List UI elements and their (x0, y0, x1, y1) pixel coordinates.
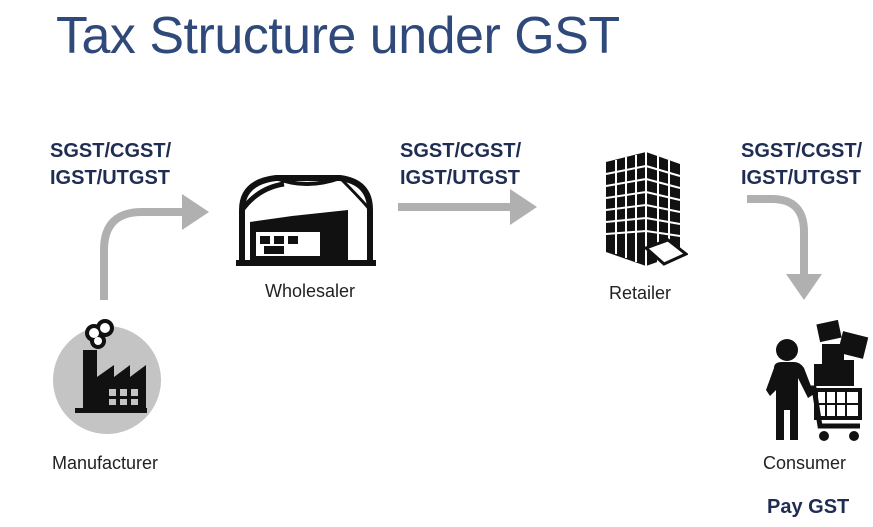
factory-icon (53, 319, 161, 434)
arrow-wholesaler-to-retailer (398, 189, 537, 225)
arrow-manufacturer-to-wholesaler (100, 194, 209, 300)
tax-label-line2: IGST/UTGST (400, 167, 520, 189)
node-label-retailer: Retailer (609, 283, 672, 303)
tax-label-manufacturer-to-wholesaler: SGST/CGST/ IGST/UTGST (50, 138, 171, 192)
tax-label-line2: IGST/UTGST (50, 167, 170, 189)
tax-label-line1: SGST/CGST/ (741, 140, 863, 162)
tax-label-wholesaler-to-retailer: SGST/CGST/ IGST/UTGST (400, 138, 521, 192)
page-title: Tax Structure under GST (56, 7, 620, 65)
building-icon (605, 152, 688, 266)
arrow-retailer-to-consumer (747, 195, 822, 300)
tax-label-retailer-to-consumer: SGST/CGST/ IGST/UTGST (741, 138, 862, 192)
tax-label-line2: IGST/UTGST (741, 167, 861, 189)
tax-label-line1: SGST/CGST/ (400, 140, 522, 162)
consumer-pay-gst-note: Pay GST (767, 496, 850, 518)
node-label-consumer: Consumer (763, 453, 847, 473)
warehouse-icon (236, 175, 376, 266)
node-label-wholesaler: Wholesaler (265, 281, 356, 301)
shopping-cart-person-icon (766, 319, 869, 441)
tax-label-line1: SGST/CGST/ (50, 140, 172, 162)
node-label-manufacturer: Manufacturer (52, 453, 159, 473)
